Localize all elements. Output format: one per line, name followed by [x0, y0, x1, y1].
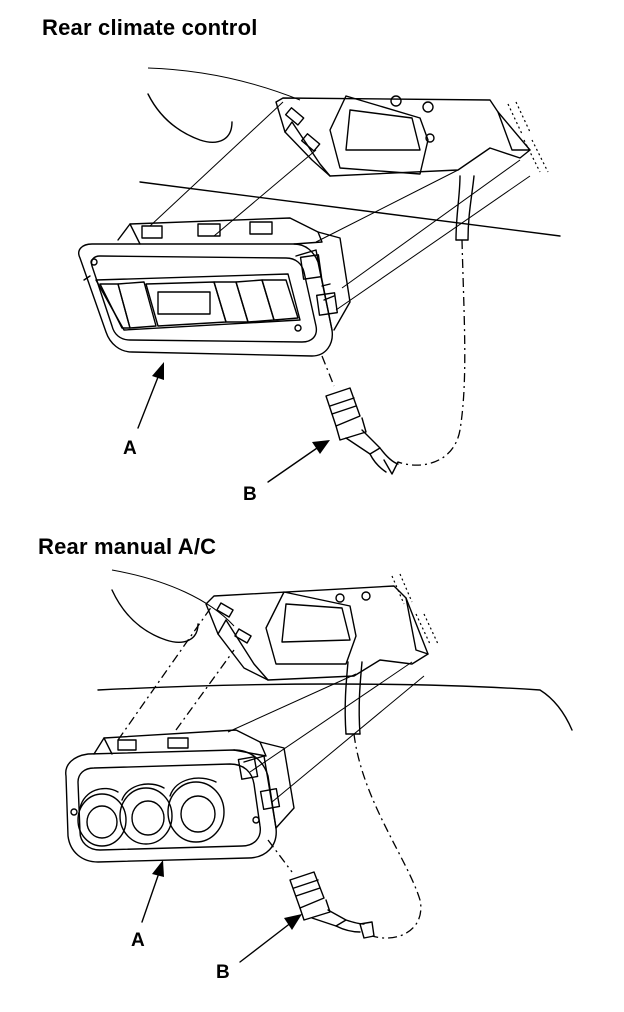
callout-label-a: A: [131, 930, 145, 951]
callout-label-b: B: [243, 484, 257, 505]
ceiling-opening-2: [205, 573, 439, 681]
alignment-lines-1: [149, 101, 531, 311]
callout-arrows-1: [137, 362, 330, 483]
headliner-outline: [139, 67, 561, 237]
rear-manual-ac-unit: [65, 729, 295, 863]
callout-arrows-2: [141, 860, 302, 963]
alignment-lines-2: [117, 605, 425, 803]
callout-label-a: A: [123, 438, 137, 459]
rear-climate-control-unit: [78, 217, 351, 357]
rear-manual-ac-diagram: A B: [65, 569, 573, 983]
ceiling-opening: [275, 95, 549, 177]
rear-climate-control-diagram: A B: [78, 67, 561, 505]
callout-label-b: B: [216, 962, 230, 983]
wire-harness-1: [397, 175, 475, 466]
connector-b-2: [267, 839, 375, 939]
wire-harness-2: [344, 661, 422, 939]
rear-manual-ac-title: Rear manual A/C: [38, 534, 217, 559]
rear-climate-control-title: Rear climate control: [42, 15, 258, 40]
headliner-outline-2: [97, 569, 573, 731]
connector-b-1: [321, 355, 399, 475]
